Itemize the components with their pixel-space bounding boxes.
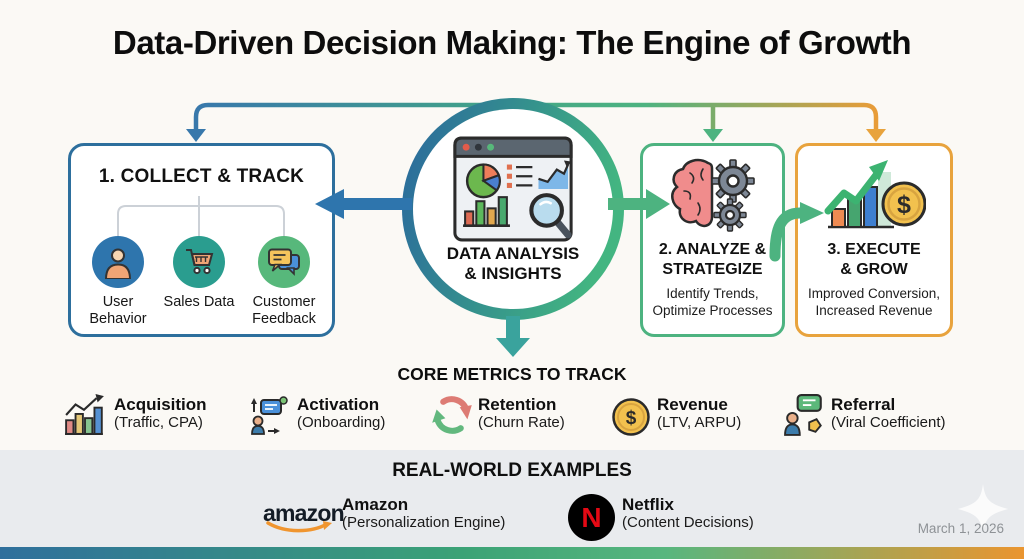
line-chart-glyph <box>538 160 572 189</box>
down-arrowhead-step2 <box>703 129 723 142</box>
user-share-icon <box>784 394 822 436</box>
svg-text:$: $ <box>897 191 911 219</box>
dollar-coin-icon: $ <box>612 398 650 436</box>
step1-item-label: Customer Feedback <box>252 294 316 327</box>
step2-box: 2. ANALYZE & STRATEGIZE Identify Trends,… <box>640 143 785 337</box>
user-icon <box>92 236 144 288</box>
cycle-arrows-icon <box>432 396 472 434</box>
example-netflix: Netflix (Content Decisions) <box>622 495 754 531</box>
growth-dollar-icon: $ <box>824 160 926 229</box>
netflix-logo: N <box>568 494 615 541</box>
user-message-icon <box>251 396 288 435</box>
examples-heading: REAL-WORLD EXAMPLES <box>392 460 632 481</box>
example-amazon: Amazon (Personalization Engine) <box>342 495 506 531</box>
bar-chart-glyph <box>463 196 510 227</box>
svg-text:$: $ <box>626 408 637 429</box>
center-node: DATA ANALYSIS & INSIGHTS <box>402 98 624 320</box>
sparkle-watermark-icon <box>958 484 1008 534</box>
list-glyph <box>506 164 533 188</box>
step1-item-label: User Behavior <box>89 294 147 327</box>
magnifier-glyph <box>529 193 572 239</box>
step3-box: $ 3. EXECUTE & GROW Improved Conversion,… <box>795 143 953 337</box>
shopping-cart-icon <box>173 236 225 288</box>
amazon-logo: amazon <box>263 500 345 526</box>
arrow-to-metrics <box>496 316 530 357</box>
metric-referral: Referral (Viral Coefficient) <box>831 395 946 431</box>
date-label: March 1, 2026 <box>917 521 1004 536</box>
step3-title: 3. EXECUTE & GROW <box>827 241 921 278</box>
step2-subtitle: Identify Trends, Optimize Processes <box>652 286 773 318</box>
down-arrowhead-step3 <box>866 129 886 142</box>
bar-chart-trend-icon <box>65 394 104 435</box>
step1-box: 1. COLLECT & TRACK <box>68 143 335 337</box>
metric-activation: Activation (Onboarding) <box>297 395 386 431</box>
step2-title: 2. ANALYZE & STRATEGIZE <box>658 241 767 278</box>
page-title: Data-Driven Decision Making: The Engine … <box>112 24 912 61</box>
metrics-heading: CORE METRICS TO TRACK <box>397 364 627 384</box>
chat-bubbles-icon <box>258 236 310 288</box>
step3-subtitle: Improved Conversion, Increased Revenue <box>807 286 941 318</box>
step1-title: 1. COLLECT & TRACK <box>98 166 305 187</box>
brain-gears-icon <box>670 158 755 232</box>
center-node-label: DATA ANALYSIS & INSIGHTS <box>446 244 580 283</box>
analytics-dashboard-icon <box>453 136 573 242</box>
metric-retention: Retention (Churn Rate) <box>478 395 565 431</box>
tree-connector-lines <box>117 196 285 238</box>
pie-chart-glyph <box>465 163 501 199</box>
gear-large-glyph <box>710 159 755 203</box>
gear-small-glyph <box>712 198 747 232</box>
bottom-gradient-bar <box>0 547 1024 559</box>
down-arrowhead-step1 <box>186 129 206 142</box>
metric-revenue: Revenue (LTV, ARPU) <box>657 395 742 431</box>
step1-item-label: Sales Data <box>163 294 235 310</box>
metric-acquisition: Acquisition (Traffic, CPA) <box>114 395 207 431</box>
amazon-smile-icon <box>266 521 332 533</box>
examples-band <box>0 450 1024 547</box>
